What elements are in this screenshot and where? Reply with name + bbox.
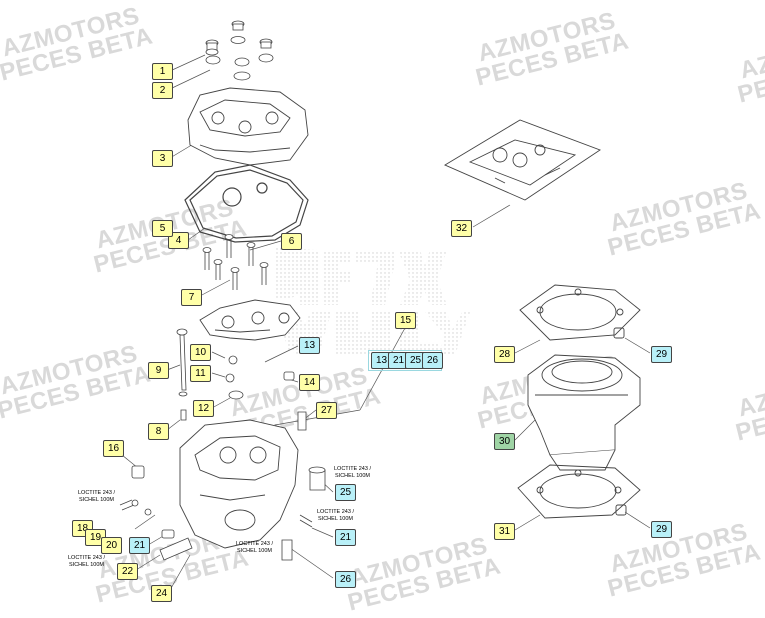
valve-cover [187, 87, 309, 166]
dotted-logo [276, 247, 470, 355]
gasket-kit [444, 119, 601, 201]
callout-24[interactable]: 24 [151, 585, 172, 602]
callout-11[interactable]: 11 [190, 365, 211, 382]
callout-30[interactable]: 30 [494, 433, 515, 450]
callout-7[interactable]: 7 [181, 289, 202, 306]
callout-4[interactable]: 4 [168, 232, 189, 249]
callout-21-right[interactable]: 21 [335, 529, 356, 546]
callout-28[interactable]: 28 [494, 346, 515, 363]
cylinder [527, 354, 641, 471]
callout-12[interactable]: 12 [193, 400, 214, 417]
callout-15[interactable]: 15 [395, 312, 416, 329]
callout-29-upper[interactable]: 29 [651, 346, 672, 363]
callout-5[interactable]: 5 [152, 220, 173, 237]
callout-25[interactable]: 25 [335, 484, 356, 501]
callout-31[interactable]: 31 [494, 523, 515, 540]
callout-3[interactable]: 3 [152, 150, 173, 167]
callout-29-lower[interactable]: 29 [651, 521, 672, 538]
callout-13[interactable]: 13 [299, 337, 320, 354]
callout-26[interactable]: 26 [335, 571, 356, 588]
callout-22[interactable]: 22 [117, 563, 138, 580]
loctite-note: LOCTITE 243 /SICHEL 100M [78, 490, 115, 503]
callout-14[interactable]: 14 [299, 374, 320, 391]
callout-27[interactable]: 27 [316, 402, 337, 419]
callout-20[interactable]: 20 [101, 537, 122, 554]
callout-32[interactable]: 32 [451, 220, 472, 237]
callout-21-head[interactable]: 21 [129, 537, 150, 554]
loctite-note: LOCTITE 243 /SICHEL 100M [334, 466, 371, 479]
loctite-note: LOCTITE 243 /SICHEL 100M [317, 509, 354, 522]
cylinder-head [179, 419, 299, 549]
loctite-note: LOCTITE 243 /SICHEL 100M [68, 555, 105, 568]
base-gasket [517, 464, 641, 519]
cover-gasket [184, 164, 309, 243]
callout-1[interactable]: 1 [152, 63, 173, 80]
callout-16[interactable]: 16 [103, 440, 124, 457]
kit-callout-26[interactable]: 26 [422, 352, 443, 369]
head-gasket [519, 284, 641, 341]
callout-8[interactable]: 8 [148, 423, 169, 440]
callout-9[interactable]: 9 [148, 362, 169, 379]
loctite-note: LOCTITE 243 /SICHEL 100M [236, 541, 273, 554]
callout-19[interactable]: 19 [85, 529, 106, 546]
callout-2[interactable]: 2 [152, 82, 173, 99]
callout-10[interactable]: 10 [190, 344, 211, 361]
cam-carrier [199, 299, 301, 341]
callout-6[interactable]: 6 [281, 233, 302, 250]
